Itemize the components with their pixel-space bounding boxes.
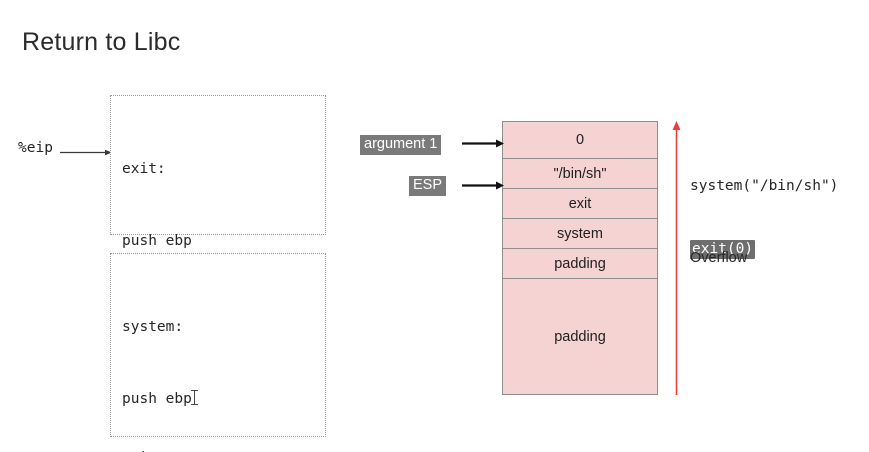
stack-row: "/bin/sh" — [503, 159, 657, 189]
code-lines-system: system: push ebp mov ebp, esp ...(execut… — [122, 267, 297, 452]
code-box-exit: exit: push ebp mov ebp, esp ... ret — [110, 95, 326, 452]
annotation-code-line-2: exit(0) — [690, 240, 756, 259]
page-title: Return to Libc — [22, 28, 181, 56]
annotation-code-line-2-wrap: exit(0) — [690, 239, 838, 260]
code-line: system: — [122, 319, 184, 335]
pointer-label-argument1: argument 1 — [360, 135, 442, 155]
stack-row: system — [503, 219, 657, 249]
arrow-right-thin-icon — [60, 149, 112, 156]
stack-row: 0 — [503, 122, 657, 159]
annotation-code-line-1: system("/bin/sh") — [690, 178, 839, 194]
arrow-right-icon — [462, 181, 504, 190]
code-line-text: push ebp — [122, 391, 192, 407]
pointer-label-esp: ESP — [409, 176, 447, 196]
code-line: exit: — [122, 161, 166, 177]
eip-register-label: %eip — [18, 140, 53, 156]
code-box-system: system: push ebp mov ebp, esp ...(execut… — [110, 253, 326, 437]
stack-row: padding — [503, 249, 657, 279]
stack-diagram: 0 "/bin/sh" exit system padding padding — [502, 121, 658, 395]
overflow-label: Overflow — [690, 250, 748, 266]
stack-row: padding — [503, 279, 657, 394]
annotation-code: system("/bin/sh") exit(0) — [690, 134, 838, 302]
stack-row: exit — [503, 189, 657, 219]
code-line: push ebp — [122, 387, 297, 411]
code-line: push ebp — [122, 233, 192, 249]
code-line: ret — [122, 445, 227, 452]
arrow-up-red-icon — [672, 121, 681, 395]
arrow-right-icon — [462, 139, 504, 148]
